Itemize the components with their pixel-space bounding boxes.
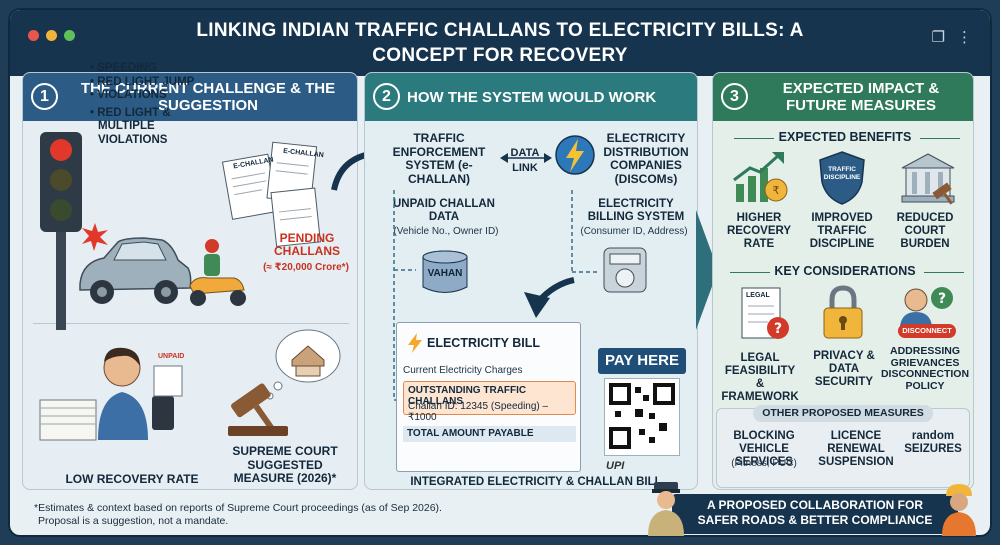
qr-pattern-icon — [609, 383, 675, 449]
measure-sub: (Fitness, PUC) — [731, 458, 797, 469]
title-bar: LINKING INDIAN TRAFFIC CHALLANS TO ELECT… — [10, 10, 990, 76]
svg-text:?: ? — [938, 291, 946, 307]
footnote-line-2: Proposal is a suggestion, not a mandate. — [38, 515, 229, 527]
growth-chart-icon: ₹ — [733, 152, 788, 202]
low-recovery-label: LOW RECOVERY RATE — [65, 472, 199, 486]
unpaid-data-sub: (Vehicle No., Owner ID) — [393, 226, 499, 237]
collaboration-text: A PROPOSED COLLABORATION FOR SAFER ROADS… — [697, 498, 933, 527]
footnote-line-1: *Estimates & context based on reports of… — [34, 502, 442, 514]
benefits-rule-right — [920, 138, 960, 139]
panel-3-header: 3 EXPECTED IMPACT & FUTURE MEASURES — [713, 73, 973, 121]
more-icon[interactable]: ⋮ — [957, 29, 972, 46]
violation-list: • SPEEDING • RED LIGHT JUMP • VIOLATIONS… — [90, 62, 220, 147]
restore-icon[interactable]: ❐ — [931, 29, 945, 46]
database-icon — [422, 250, 468, 293]
svg-text:₹: ₹ — [773, 184, 780, 197]
panel-2-header: 2 HOW THE SYSTEM WOULD WORK — [365, 73, 697, 121]
panel-2-number: 2 — [373, 83, 400, 110]
benefit-label: HIGHER RECOVERY RATE — [726, 212, 792, 250]
panel-1-number: 1 — [31, 83, 58, 110]
panel-2-title: HOW THE SYSTEM WOULD WORK — [407, 89, 657, 106]
worker-helmet-icon — [942, 484, 976, 536]
electricity-meter-icon — [603, 247, 647, 293]
unpaid-data-label: UNPAID CHALLAN DATA — [392, 198, 495, 223]
window-actions: ❐ ⋮ — [932, 28, 972, 46]
integrated-bill-label: INTEGRATED ELECTRICITY & CHALLAN BILL — [410, 476, 662, 488]
measure-title: random SEIZURES — [904, 430, 962, 455]
outstanding-label: OUTSTANDING TRAFFIC CHALLANS — [408, 385, 527, 407]
pending-challans-label: PENDING CHALLANS — [274, 231, 340, 258]
discoms-label: ELECTRICITY DISTRIBUTION COMPANIES (DISC… — [603, 131, 689, 186]
outstanding-challans-box: OUTSTANDING TRAFFIC CHALLANS Challan ID:… — [403, 381, 576, 423]
benefits-rule-left — [734, 138, 774, 139]
bill-title: ELECTRICITY BILL — [427, 336, 540, 350]
considerations-header: KEY CONSIDERATIONS — [774, 264, 916, 278]
panel-1-title: THE CURRENT CHALLENGE & THE SUGGESTION — [80, 80, 336, 114]
consideration-label: ADDRESSING GRIEVANCES DISCONNECTION POLI… — [880, 345, 970, 392]
bill-current-charges: Current Electricity Charges — [403, 365, 523, 376]
challan-papers-icon — [221, 141, 321, 247]
traffic-light-icon — [40, 132, 82, 330]
violation-item: • VIOLATIONS — [90, 89, 167, 101]
impact-burst-icon — [82, 223, 108, 251]
close-dot-icon[interactable] — [28, 30, 39, 41]
legal-doc-text: LEGAL — [746, 292, 770, 299]
vahan-label: VAHAN — [427, 268, 463, 279]
window-controls — [28, 30, 75, 41]
electricity-bill: ELECTRICITY BILL Current Electricity Cha… — [396, 322, 581, 472]
shield-text: TRAFFIC DISCIPLINE — [823, 166, 861, 181]
grievance-person-icon: ? — [898, 287, 956, 338]
upi-logo-text: UPI — [606, 460, 625, 472]
pay-here-button[interactable]: PAY HERE — [598, 348, 686, 374]
data-link-label: DATA LINK — [510, 147, 540, 174]
pending-challans-value: (≈ ₹20,000 Crore*) — [263, 262, 349, 273]
data-link-arrow-icon — [500, 153, 552, 163]
considerations-rule-right — [924, 272, 964, 273]
consideration-label: PRIVACY & DATA SECURITY — [813, 350, 875, 388]
measure-title: BLOCKING VEHICLE SERVICES — [733, 430, 795, 468]
car-icon — [79, 237, 192, 304]
stressed-person-icon — [39, 347, 183, 441]
violation-item: • SPEEDING — [90, 62, 157, 74]
supreme-court-label: SUPREME COURT SUGGESTED MEASURE (2026)* — [232, 444, 338, 485]
court-building-icon — [901, 153, 955, 205]
challan-line: Challan ID: 12345 (Speeding) – ₹1000 — [408, 401, 549, 423]
billing-system-sub: (Consumer ID, Address) — [580, 226, 688, 237]
police-officer-icon — [648, 482, 684, 536]
benefits-header: EXPECTED BENEFITS — [778, 130, 912, 144]
traffic-shield-icon — [819, 151, 865, 205]
considerations-rule-left — [730, 272, 770, 273]
minimize-dot-icon[interactable] — [46, 30, 57, 41]
consideration-label: LEGAL FEASIBILITY & FRAMEWORK — [721, 352, 799, 403]
panel-1-divider — [33, 323, 349, 324]
curved-arrow-icon — [524, 277, 575, 318]
disconnect-badge: DISCONNECT — [902, 326, 952, 335]
svg-text:?: ? — [774, 321, 782, 337]
unpaid-stamp: UNPAID — [158, 353, 185, 360]
bill-lightning-icon — [408, 333, 422, 353]
benefit-label: IMPROVED TRAFFIC DISCIPLINE — [809, 212, 875, 250]
lightning-icon — [555, 135, 595, 175]
violation-item: • RED LIGHT JUMP — [90, 75, 195, 88]
other-measures-header: OTHER PROPOSED MEASURES — [753, 405, 933, 422]
padlock-icon — [823, 285, 863, 339]
gavel-court-icon — [228, 329, 341, 436]
page-title: LINKING INDIAN TRAFFIC CHALLANS TO ELECT… — [196, 20, 804, 66]
maximize-dot-icon[interactable] — [64, 30, 75, 41]
qr-code-icon[interactable] — [604, 378, 680, 456]
panel-3-number: 3 — [721, 83, 748, 110]
total-amount-row: TOTAL AMOUNT PAYABLE — [403, 426, 576, 442]
legal-document-icon: ? — [741, 287, 789, 339]
panel-1-header: 1 THE CURRENT CHALLENGE & THE SUGGESTION — [23, 73, 357, 121]
big-chevron-icon — [696, 210, 718, 330]
traffic-system-label: TRAFFIC ENFORCEMENT SYSTEM (e-CHALLAN) — [392, 131, 486, 186]
scooter-rider-icon — [189, 239, 246, 306]
footnote: *Estimates & context based on reports of… — [34, 502, 494, 528]
measure-title: LICENCE RENEWAL SUSPENSION — [818, 430, 894, 468]
collaboration-banner — [672, 494, 958, 534]
benefit-label: REDUCED COURT BURDEN — [896, 212, 954, 250]
billing-system-label: ELECTRICITY BILLING SYSTEM — [587, 198, 685, 223]
panel-3-title: EXPECTED IMPACT & FUTURE MEASURES — [782, 80, 940, 114]
violation-item: • RED LIGHT & MULTIPLE VIOLATIONS — [90, 106, 171, 146]
